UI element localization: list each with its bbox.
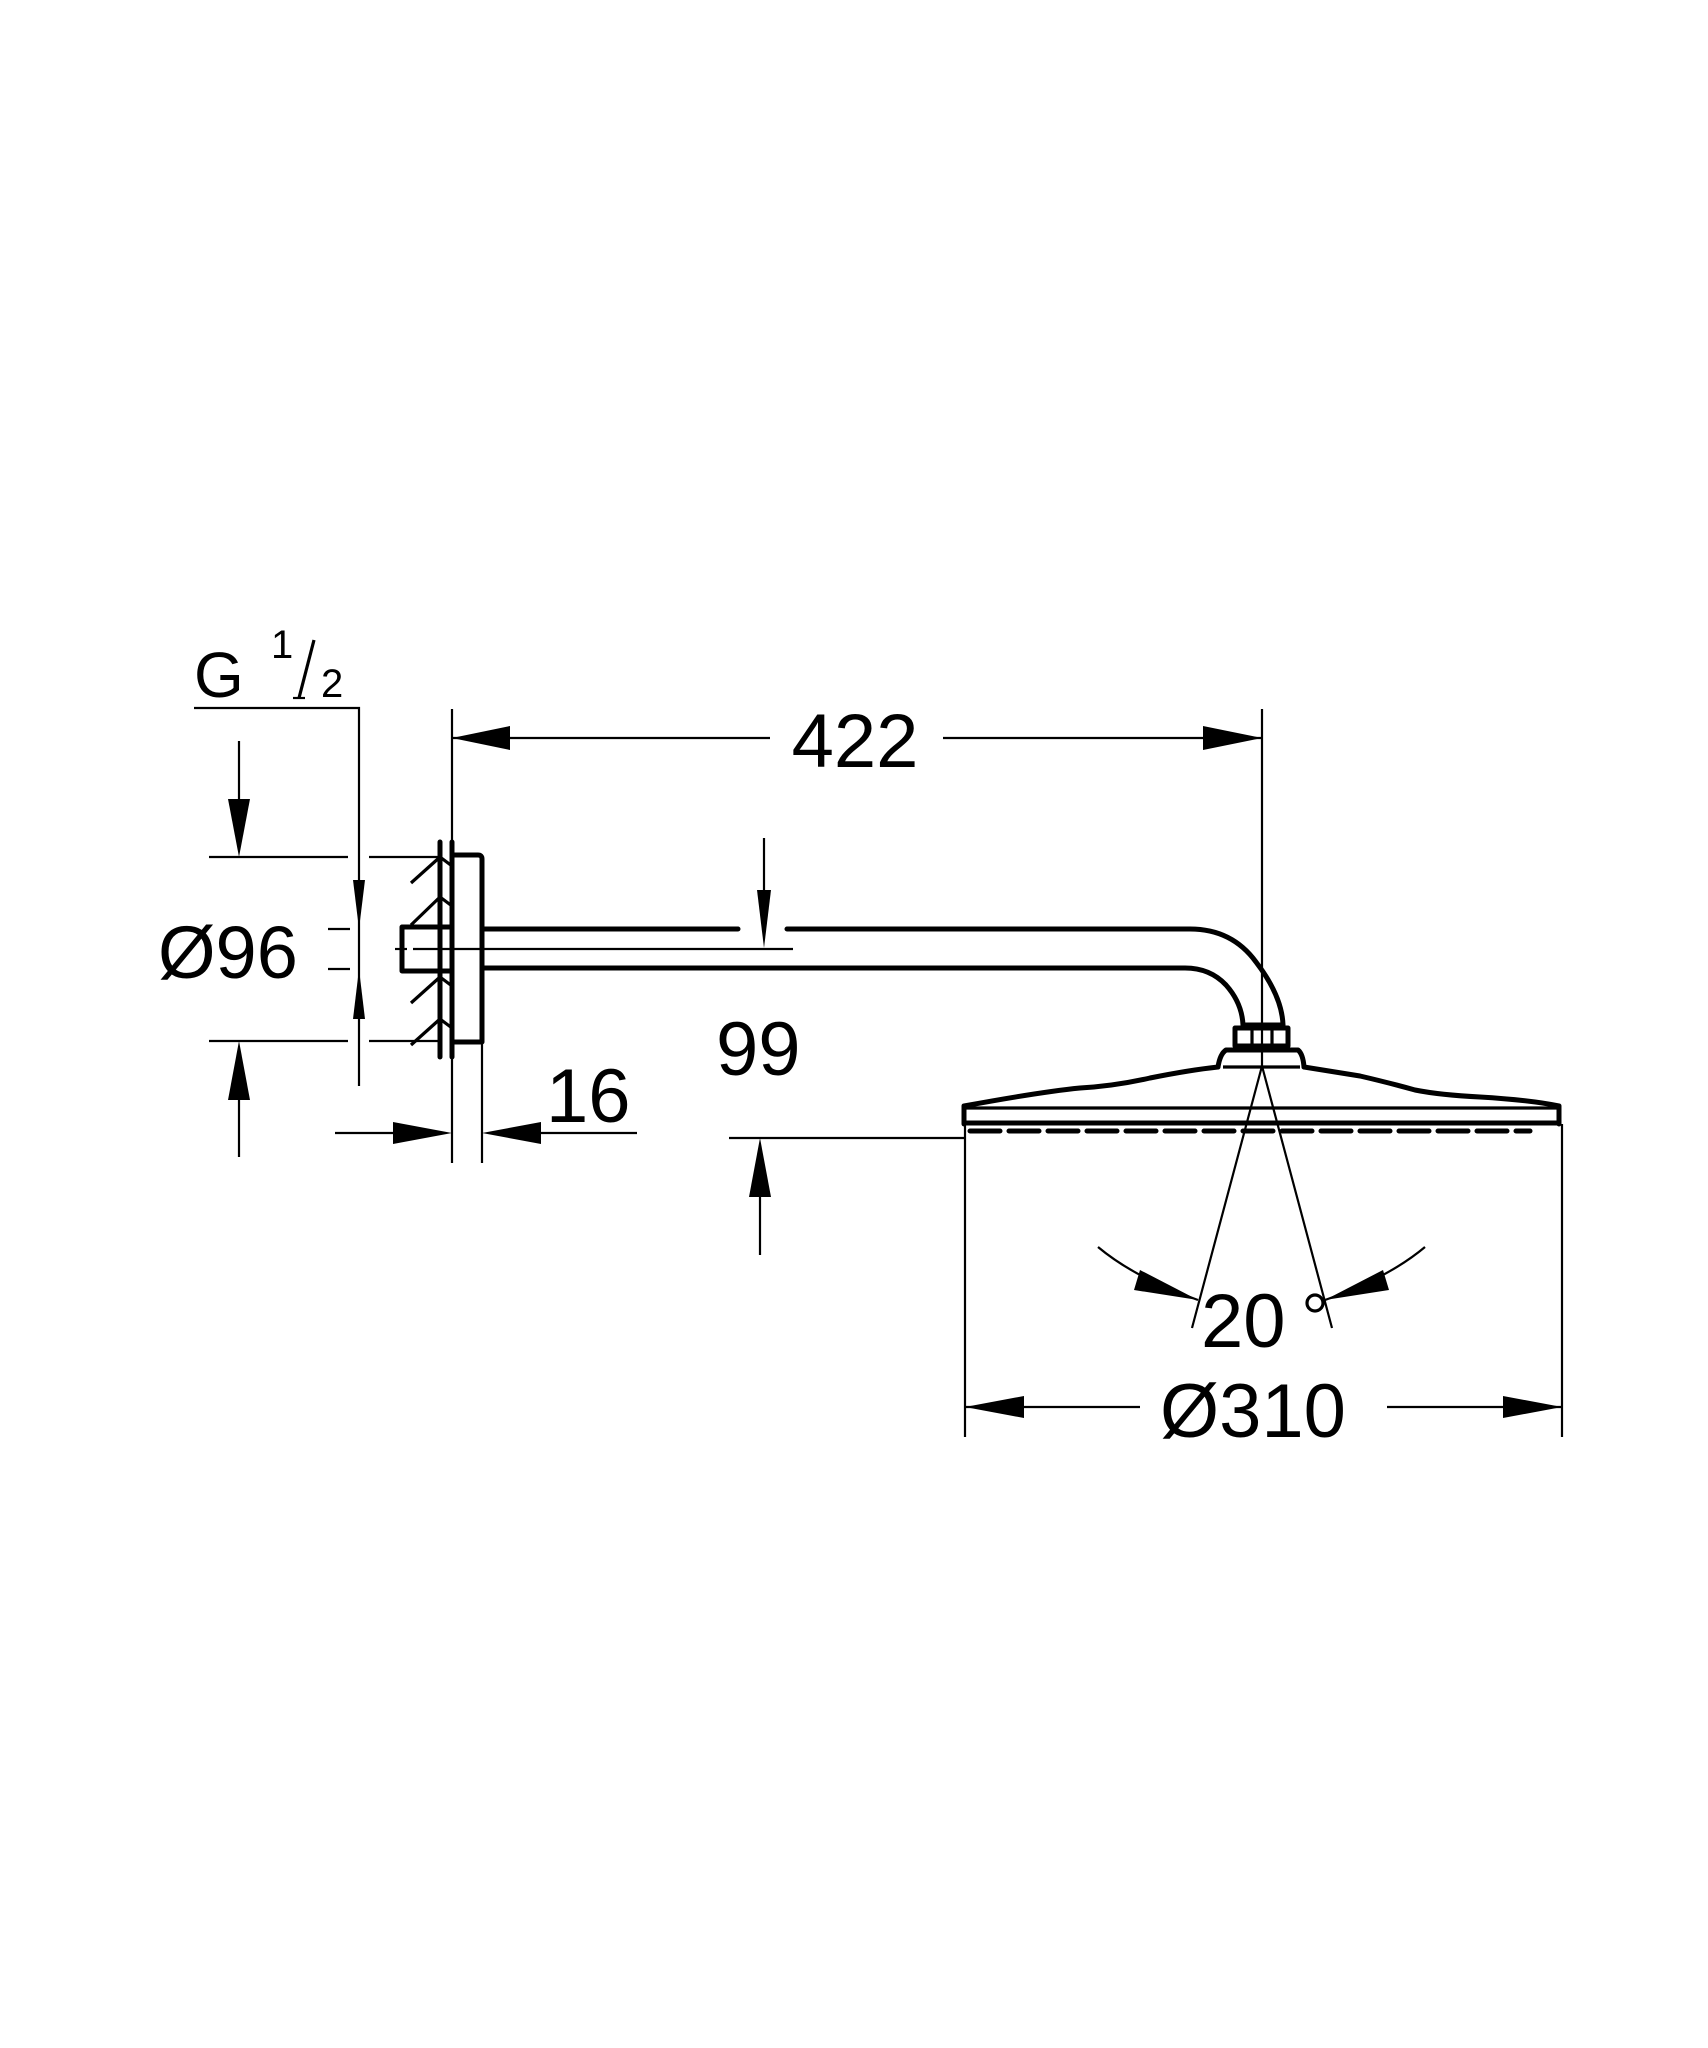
head-body-right	[1301, 1064, 1562, 1111]
thread-leader-line	[194, 706, 361, 1086]
thread-arrow-up	[353, 969, 365, 1019]
head-diameter-label: Ø310	[1160, 1369, 1346, 1454]
height-drop-dimension: 99	[716, 838, 964, 1255]
arm-inner-edge	[479, 965, 1246, 1028]
depth-arrow-left	[482, 1122, 541, 1144]
flange-depth-dimension: 16	[335, 1042, 637, 1163]
diameter-arrow-right	[1503, 1396, 1562, 1418]
flange-diameter-dimension: Ø96	[158, 741, 440, 1157]
wall-hatching	[409, 855, 453, 1047]
drop-arrow-up	[749, 1138, 771, 1197]
fraction-slash	[297, 639, 316, 699]
arrow-left	[452, 726, 510, 750]
height-drop-label: 99	[716, 1007, 801, 1092]
arm-outer-edge	[784, 926, 1286, 1028]
depth-arrow-right	[393, 1122, 452, 1144]
thread-label-numerator: 1	[271, 623, 293, 667]
head-diameter-dimension: Ø310	[963, 1124, 1564, 1454]
thread-arrow-down	[353, 880, 365, 929]
thread-dimension: G 1 2	[194, 623, 365, 1086]
shower-arm	[479, 926, 1286, 1028]
thread-label-g: G	[194, 639, 244, 711]
angle-arrow-left	[1134, 1270, 1198, 1300]
arrow-right	[1203, 726, 1262, 750]
projection-length-dimension: 422	[452, 699, 1264, 1067]
shower-head	[961, 1022, 1562, 1134]
projection-length-label: 422	[792, 699, 919, 784]
degree-symbol	[1305, 1293, 1325, 1313]
head-collar	[1215, 1047, 1307, 1070]
wall-flange	[449, 852, 485, 1045]
angle-arrow-right	[1325, 1270, 1389, 1300]
diameter-arrow-left	[965, 1396, 1024, 1418]
drop-arrow-down	[757, 890, 771, 948]
flange-arrow-down	[228, 799, 250, 857]
flange-diameter-label: Ø96	[158, 911, 298, 994]
tilt-angle-dimension: 20	[1097, 1065, 1426, 1364]
flange-arrow-up	[228, 1041, 250, 1100]
swivel-nut	[1232, 1025, 1291, 1049]
head-body-left	[961, 1064, 1221, 1111]
wall-and-flange	[399, 709, 485, 1163]
tilt-angle-label: 20	[1201, 1279, 1286, 1364]
thread-label-denominator: 2	[321, 662, 343, 706]
flange-depth-label: 16	[546, 1054, 631, 1139]
